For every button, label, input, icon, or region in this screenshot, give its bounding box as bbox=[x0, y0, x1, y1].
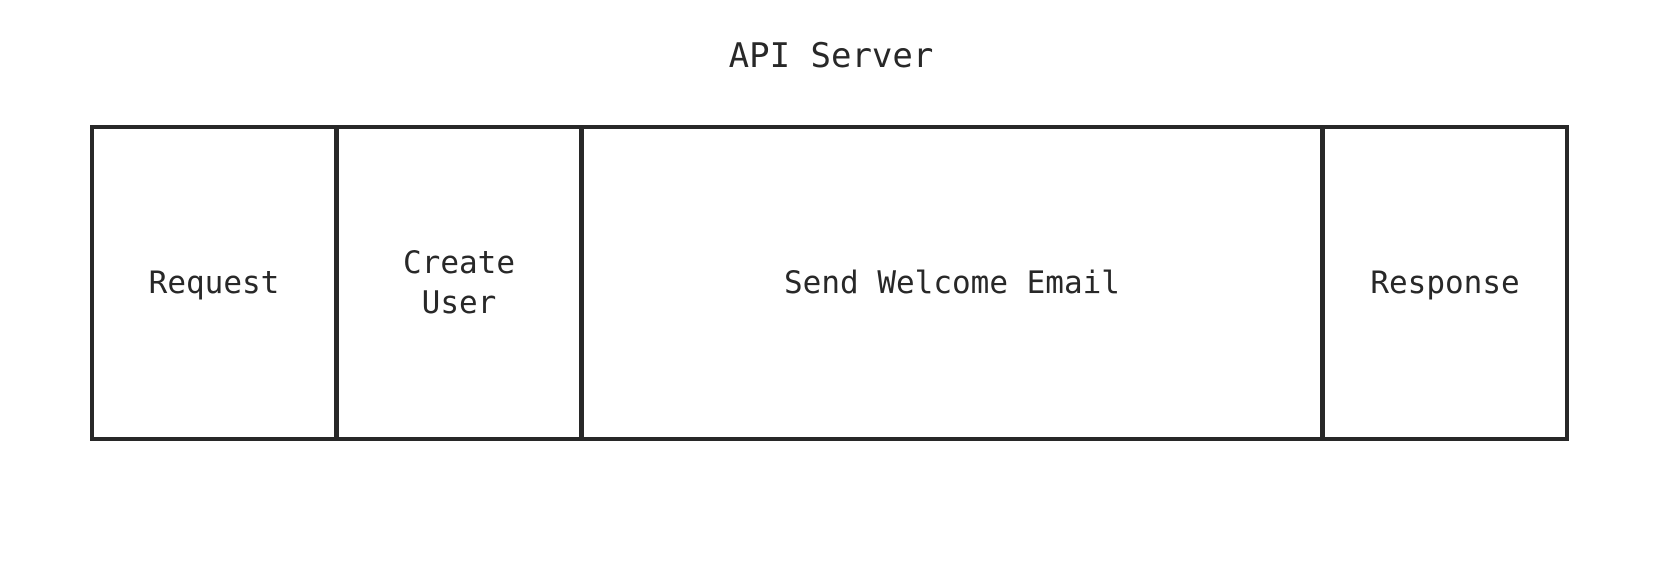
span-label-response: Response bbox=[1370, 264, 1520, 301]
span-label-request: Request bbox=[148, 264, 280, 301]
span-label-create-user: Create User bbox=[403, 244, 515, 321]
span-box-send-welcome-email: Send Welcome Email bbox=[580, 125, 1324, 441]
span-row: Request Create User Send Welcome Email R… bbox=[90, 125, 1569, 441]
span-box-create-user: Create User bbox=[335, 125, 583, 441]
span-box-response: Response bbox=[1321, 125, 1569, 441]
span-box-request: Request bbox=[90, 125, 338, 441]
diagram-title: API Server bbox=[728, 36, 934, 76]
span-label-send-welcome-email: Send Welcome Email bbox=[784, 264, 1120, 301]
